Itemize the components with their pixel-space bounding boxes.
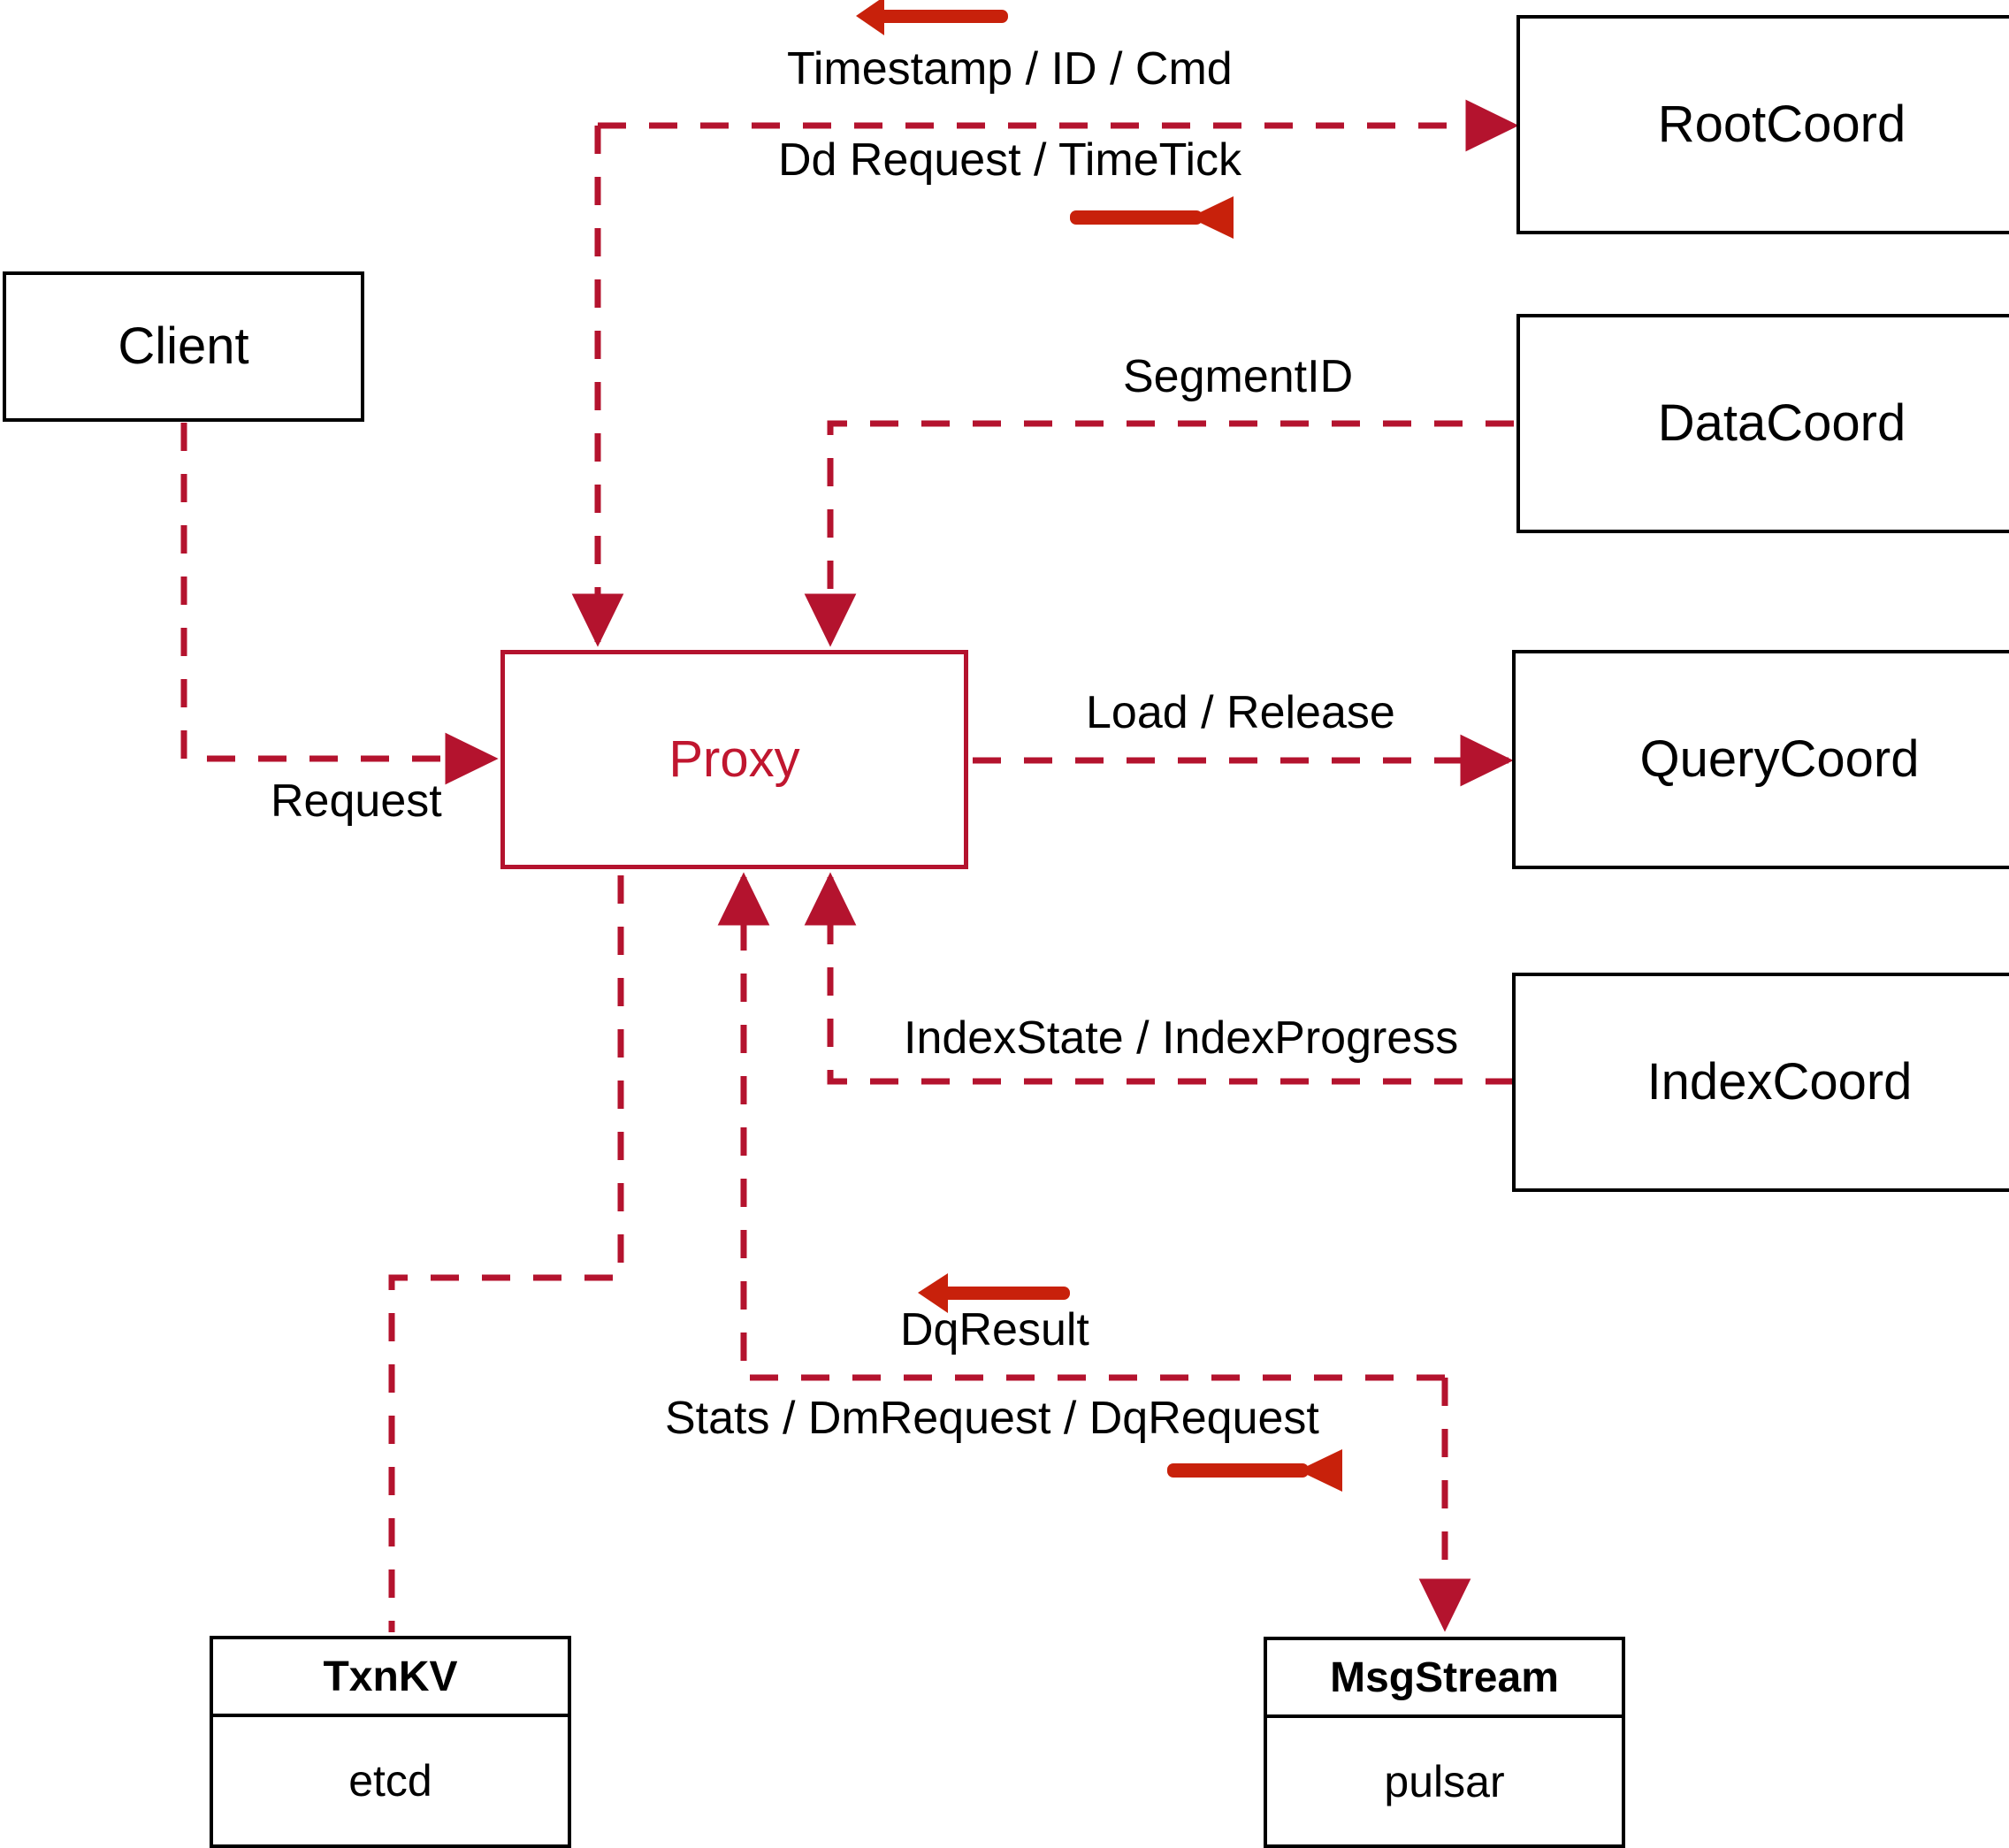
edge-label-dqresult: DqResult bbox=[900, 1304, 1089, 1355]
edge-label-request: Request bbox=[271, 775, 442, 827]
node-proxy[interactable]: Proxy bbox=[500, 650, 968, 869]
node-msgstream-header: MsgStream bbox=[1267, 1640, 1622, 1718]
edge-label-segmentid: SegmentID bbox=[1123, 351, 1354, 402]
edge-proxy-txnkv-path bbox=[388, 875, 624, 1632]
edge-request-path bbox=[180, 423, 499, 785]
node-query-coord[interactable]: QueryCoord bbox=[1512, 650, 2009, 869]
edge-label-stats-dmrequest-dqrequest: Stats / DmRequest / DqRequest bbox=[665, 1393, 1319, 1444]
edge-label-timestamp-id-cmd: Timestamp / ID / Cmd bbox=[787, 43, 1233, 95]
node-index-coord[interactable]: IndexCoord bbox=[1512, 973, 2009, 1192]
node-txnkv-header: TxnKV bbox=[213, 1639, 568, 1717]
node-data-coord[interactable]: DataCoord bbox=[1516, 314, 2009, 533]
node-data-coord-label: DataCoord bbox=[1657, 394, 1906, 452]
bold-arrow-right-dqrequest bbox=[1167, 1449, 1342, 1492]
bold-arrow-left-top bbox=[856, 0, 1008, 35]
node-txnkv-title: TxnKV bbox=[323, 1653, 458, 1700]
edge-segmentid-path bbox=[804, 420, 1514, 647]
node-txnkv-impl: etcd bbox=[348, 1756, 432, 1806]
node-proxy-label: Proxy bbox=[668, 730, 800, 788]
node-txnkv-body: etcd bbox=[213, 1717, 568, 1844]
node-client-label: Client bbox=[118, 317, 249, 375]
edge-dqresult-path bbox=[717, 872, 1445, 1381]
node-root-coord-label: RootCoord bbox=[1657, 95, 1906, 153]
node-msgstream-impl: pulsar bbox=[1384, 1756, 1505, 1806]
node-query-coord-label: QueryCoord bbox=[1639, 730, 1920, 788]
node-index-coord-label: IndexCoord bbox=[1646, 1053, 1913, 1111]
bold-arrow-right-rootcoord bbox=[1070, 196, 1234, 239]
node-msgstream-title: MsgStream bbox=[1330, 1653, 1559, 1701]
node-root-coord[interactable]: RootCoord bbox=[1516, 15, 2009, 234]
edge-label-dd-request-timetick: Dd Request / TimeTick bbox=[778, 134, 1242, 186]
node-msgstream[interactable]: MsgStream pulsar bbox=[1264, 1637, 1625, 1848]
node-client[interactable]: Client bbox=[3, 271, 364, 422]
node-msgstream-body: pulsar bbox=[1267, 1718, 1622, 1844]
node-txnkv[interactable]: TxnKV etcd bbox=[210, 1636, 571, 1848]
edge-label-indexstate-indexprogress: IndexState / IndexProgress bbox=[904, 1012, 1459, 1064]
edge-label-load-release: Load / Release bbox=[1086, 687, 1395, 738]
